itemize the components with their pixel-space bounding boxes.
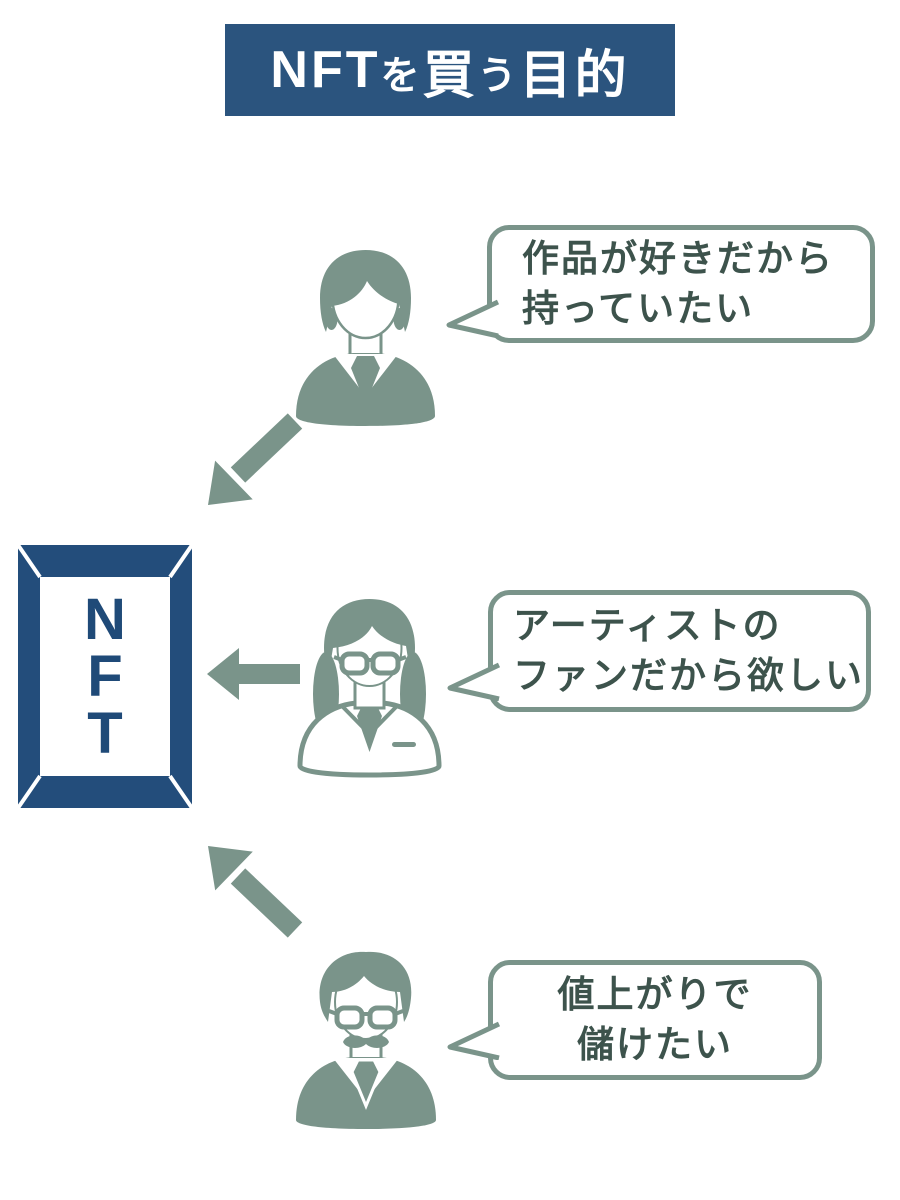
nft-artwork-frame: N F T xyxy=(16,543,194,810)
nft-letter: F xyxy=(87,644,123,709)
arrow-up-left-icon xyxy=(198,838,303,938)
bubble-text-line: 作品が好きだから xyxy=(522,238,834,279)
bubble-text-line: 儲けたい xyxy=(577,1024,733,1065)
businessman-icon xyxy=(293,246,438,426)
nft-frame-label: N F T xyxy=(40,577,170,776)
arrow-left-icon xyxy=(205,645,305,703)
woman-with-glasses-icon xyxy=(296,594,443,781)
speech-bubble-artist-fan: アーティストの ファンだから欲しい xyxy=(447,590,871,712)
bubble-text-line: アーティストの xyxy=(513,605,782,646)
arrow-down-left-icon xyxy=(198,413,303,513)
title-part: う xyxy=(477,55,520,98)
title-part: 買 xyxy=(422,46,478,105)
bubble-tail xyxy=(447,662,500,701)
title-part: を xyxy=(380,55,423,98)
bubble-text-line: ファンだから欲しい xyxy=(513,655,864,696)
title-part: 目的 xyxy=(519,46,630,105)
older-man-glasses-mustache-icon xyxy=(292,946,440,1133)
speech-bubble-investor: 値上がりで 儲けたい xyxy=(447,960,822,1080)
nft-letter: T xyxy=(87,701,123,766)
title-part: NFT xyxy=(270,41,381,99)
speech-bubble-art-lover: 作品が好きだから 持っていたい xyxy=(446,225,875,343)
bubble-text-line: 持っていたい xyxy=(522,288,755,329)
bubble-text-line: 値上がりで xyxy=(557,974,753,1015)
bubble-tail xyxy=(446,299,499,338)
nft-letter: N xyxy=(84,587,126,652)
bubble-tail xyxy=(447,1021,500,1060)
